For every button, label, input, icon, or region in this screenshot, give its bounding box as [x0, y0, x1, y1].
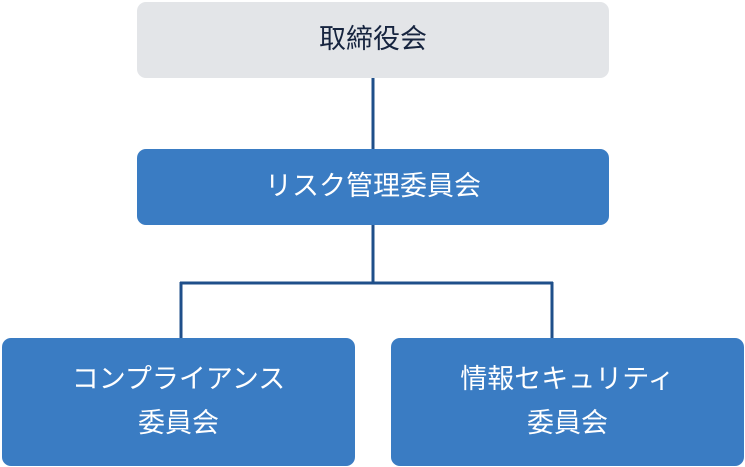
compliance-committee-label-line2: 委員会 [138, 408, 219, 439]
information-security-committee-label-line1: 情報セキュリティ [460, 364, 675, 395]
information-security-committee-node: 情報セキュリティ 委員会 [391, 338, 744, 466]
compliance-committee-label-line1: コンプライアンス [71, 364, 286, 395]
information-security-committee-label-line2: 委員会 [527, 408, 608, 439]
board-of-directors-label: 取締役会 [319, 24, 427, 55]
board-of-directors-node: 取締役会 [137, 2, 609, 78]
compliance-committee-node: コンプライアンス 委員会 [2, 338, 355, 466]
risk-management-committee-label: リスク管理委員会 [265, 171, 481, 202]
risk-management-committee-node: リスク管理委員会 [137, 149, 609, 225]
